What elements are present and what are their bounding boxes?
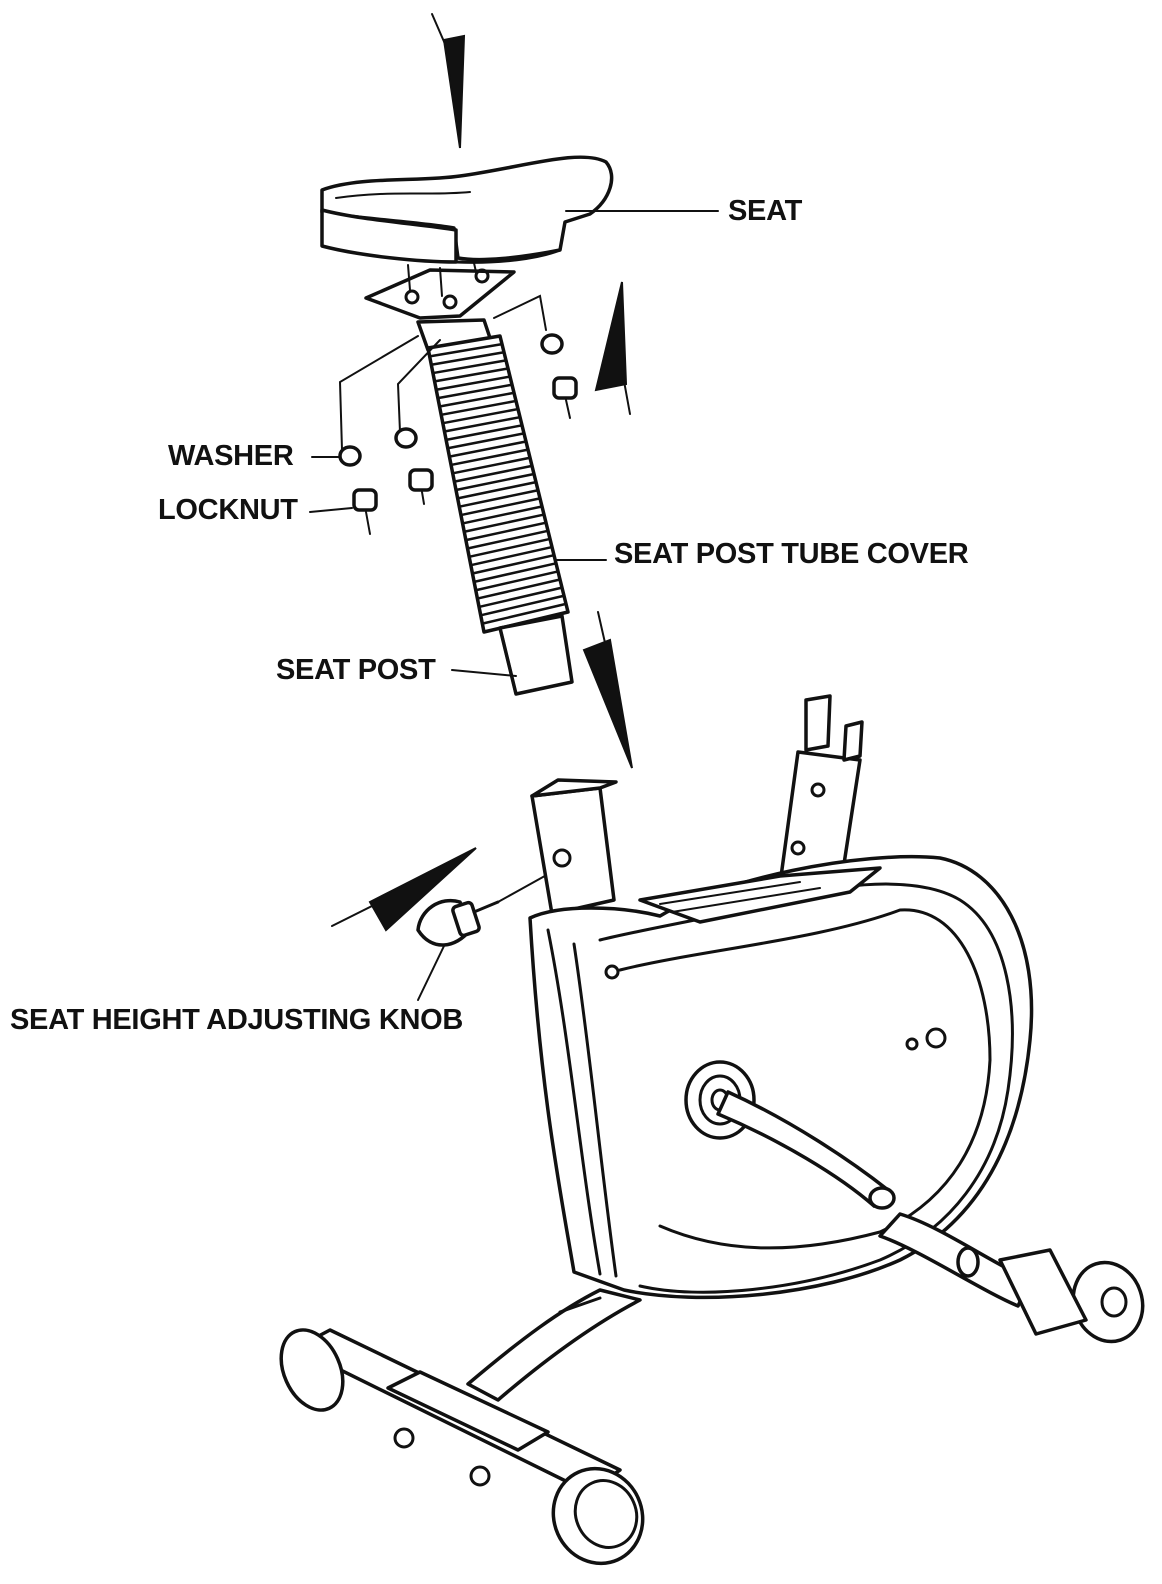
bellows-rib xyxy=(454,464,533,483)
bellows-rib xyxy=(442,407,519,425)
locknut-leader-line xyxy=(309,507,353,513)
bellows-rib xyxy=(455,472,535,492)
label-seat-post: SEAT POST xyxy=(276,654,436,686)
label-locknut: LOCKNUT xyxy=(158,494,298,526)
bellows-rib xyxy=(482,602,567,625)
knob-leader-line xyxy=(417,945,445,1001)
bellows-rib xyxy=(457,480,537,500)
bellows-rib xyxy=(432,359,507,375)
washer-icons xyxy=(338,333,564,467)
bellows-rib xyxy=(460,497,541,517)
arrow-knob-in xyxy=(331,847,477,932)
bellows-rib xyxy=(447,432,525,450)
bellows-rib xyxy=(437,383,513,400)
seat-post-tube-cover-part xyxy=(416,318,570,634)
hardware-leader-lines xyxy=(338,294,547,451)
bellows-rib xyxy=(429,342,503,358)
seat-height-adjusting-knob-part xyxy=(416,871,553,947)
seat-part xyxy=(320,155,614,320)
seat-post-leader-line xyxy=(451,669,517,677)
bellows-rib xyxy=(431,351,505,366)
bellows-rib xyxy=(459,489,539,508)
label-washer: WASHER xyxy=(168,440,294,472)
bellows-rib xyxy=(445,424,523,442)
bellows-rib xyxy=(475,570,559,592)
bellows-rib xyxy=(463,513,545,533)
locknut-icons xyxy=(352,376,578,535)
bike-base-part xyxy=(279,1212,1145,1566)
bellows-rib xyxy=(444,415,521,433)
bike-frame-part xyxy=(528,694,1034,1300)
bellows-rib xyxy=(473,562,557,584)
arrow-nuts-up xyxy=(594,281,631,415)
bellows-rib xyxy=(452,456,531,475)
bellows-rib xyxy=(436,375,511,391)
bellows-rib xyxy=(477,578,561,600)
label-seat: SEAT xyxy=(728,195,802,227)
arrow-post-down xyxy=(582,611,633,769)
bellows-rib xyxy=(450,448,529,467)
bellows-rib xyxy=(478,586,563,609)
seat-post-part xyxy=(498,614,574,696)
bellows-rib xyxy=(439,391,515,408)
arrow-seat-down xyxy=(431,13,466,149)
bellows-rib xyxy=(480,594,565,617)
bellows-rib xyxy=(470,545,553,567)
bellows-rib xyxy=(462,505,543,525)
bellows-rib xyxy=(467,529,549,550)
bellows-rib xyxy=(440,399,517,417)
label-seat-post-tube-cover: SEAT POST TUBE COVER xyxy=(614,538,969,570)
bellows-rib xyxy=(472,553,555,575)
label-seat-height-adjusting-knob: SEAT HEIGHT ADJUSTING KNOB xyxy=(10,1004,464,1036)
bellows-rib xyxy=(449,440,527,458)
bellows-rib xyxy=(465,521,547,542)
bellows-rib xyxy=(434,367,509,383)
bellows-rib xyxy=(468,537,551,559)
